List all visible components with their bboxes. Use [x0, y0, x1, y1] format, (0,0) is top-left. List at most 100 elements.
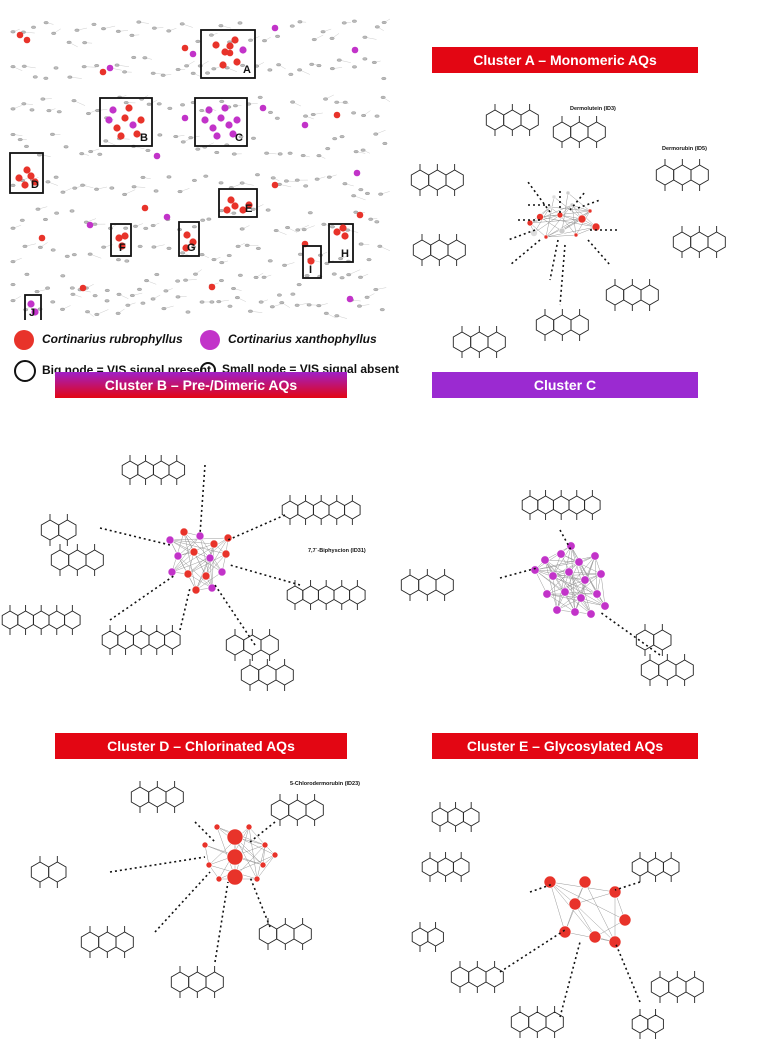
- network-node: [358, 188, 364, 192]
- edge: [47, 181, 58, 186]
- network-node: [205, 106, 213, 114]
- network-node: [123, 226, 129, 230]
- edge: [361, 243, 370, 245]
- label-chlorodermorubin: 5-Chlorodermorubin (ID23): [290, 781, 360, 787]
- edge: [256, 62, 264, 67]
- network-node: [181, 114, 189, 122]
- connector-line: [529, 883, 554, 893]
- edge: [248, 103, 258, 105]
- network-node: [140, 301, 146, 305]
- edge: [529, 214, 561, 224]
- ring: [205, 971, 224, 993]
- edge: [62, 305, 71, 310]
- network-node: [129, 121, 137, 129]
- network-node: [358, 275, 363, 279]
- network-node: [167, 567, 177, 577]
- connector-line: [249, 876, 271, 928]
- ring: [258, 664, 277, 686]
- edge: [331, 33, 340, 39]
- network-node: [56, 110, 62, 114]
- ring: [410, 169, 430, 191]
- ring: [168, 460, 186, 480]
- edge: [185, 279, 197, 281]
- network-node: [53, 66, 59, 70]
- edge: [314, 34, 324, 40]
- cluster-box-label: C: [235, 132, 243, 144]
- connector-line: [614, 941, 641, 1003]
- cluster-box-label: B: [140, 132, 148, 144]
- edge: [571, 204, 591, 212]
- edge: [360, 274, 369, 278]
- network-node: [600, 601, 610, 611]
- molecule-structure: [170, 966, 224, 998]
- edge: [220, 25, 232, 29]
- connector-line: [99, 527, 171, 546]
- ring: [293, 923, 312, 945]
- edge: [534, 569, 598, 595]
- network-node: [124, 259, 130, 263]
- edge: [103, 25, 116, 29]
- molecule-structure: [655, 159, 709, 191]
- network-node: [565, 190, 571, 196]
- edge: [292, 101, 302, 107]
- edge: [276, 230, 287, 235]
- network-node: [574, 557, 584, 567]
- ring: [427, 927, 444, 947]
- ring: [32, 610, 50, 630]
- network-node: [219, 99, 225, 103]
- network-node: [201, 571, 211, 581]
- network-node: [157, 133, 163, 137]
- network-node: [351, 194, 357, 198]
- molecule-structure: [240, 659, 294, 691]
- cluster-e-network: [543, 875, 632, 949]
- network-node: [19, 218, 25, 222]
- label-biphyscion: 7,7´-Biphyscion (ID31): [308, 548, 366, 554]
- network-node: [300, 154, 306, 157]
- network-node: [118, 242, 126, 250]
- network-node: [331, 272, 337, 276]
- edge: [574, 903, 616, 943]
- network-node: [551, 194, 557, 200]
- cluster-box-c: [194, 97, 248, 147]
- network-node: [167, 106, 173, 110]
- edge: [284, 262, 295, 266]
- network-node: [618, 913, 632, 927]
- network-node: [219, 61, 227, 69]
- ring: [333, 585, 351, 605]
- edge: [363, 110, 371, 116]
- network-node: [253, 875, 261, 883]
- edge: [86, 218, 97, 223]
- edge: [169, 539, 195, 553]
- network-node: [209, 33, 214, 37]
- ring: [487, 331, 506, 353]
- edge: [209, 557, 213, 589]
- edge: [545, 234, 577, 238]
- molecule-structure: [635, 624, 672, 656]
- network-node: [365, 191, 370, 195]
- network-node: [31, 178, 39, 186]
- edge: [377, 26, 384, 31]
- network-node: [191, 585, 201, 595]
- ring: [68, 549, 87, 571]
- network-node: [580, 575, 590, 585]
- network-node: [154, 273, 160, 276]
- edge: [195, 537, 229, 591]
- edge: [119, 95, 127, 98]
- edge: [564, 591, 598, 595]
- ring: [115, 931, 134, 953]
- edge: [177, 296, 187, 298]
- edge: [584, 881, 616, 943]
- ring: [349, 585, 366, 605]
- cluster-e-panel: [411, 802, 704, 1039]
- edge: [318, 303, 328, 306]
- network-node: [332, 137, 338, 141]
- network-node: [125, 303, 131, 307]
- network-node: [346, 273, 352, 277]
- network-node: [548, 571, 558, 581]
- edge: [545, 218, 583, 238]
- edge: [279, 184, 292, 188]
- network-node: [573, 232, 579, 238]
- ring: [302, 585, 319, 605]
- network-node: [353, 169, 361, 177]
- network-node: [608, 935, 622, 949]
